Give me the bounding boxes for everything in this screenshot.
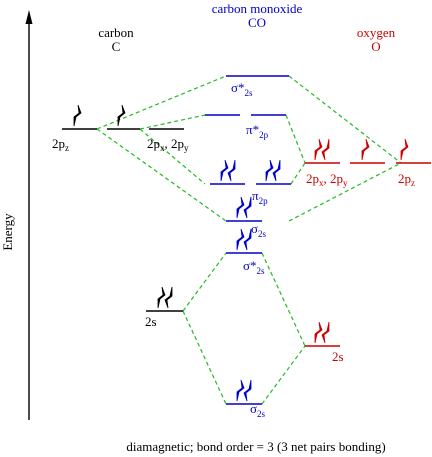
sigma-2s-upper-label: σ2s — [251, 221, 267, 239]
correlation-line — [182, 252, 227, 312]
electron-spin-up-icon — [236, 379, 245, 402]
correlation-line — [182, 310, 227, 405]
header-co-symbol: CO — [248, 15, 266, 30]
electron-spin-up-icon — [117, 104, 126, 127]
correlation-line — [139, 114, 206, 130]
pi-label: π2p — [252, 188, 268, 206]
oxygen-2s-label: 2s — [332, 349, 344, 364]
header-carbon-name: carbon — [98, 25, 134, 40]
electron-spin-up-icon — [236, 228, 245, 251]
caption: diamagnetic; bond order = 3 (3 net pairs… — [126, 439, 385, 454]
oxygen-2pz-label: 2pz — [398, 171, 415, 188]
electron-spin-up-icon — [236, 196, 245, 219]
correlation-line — [290, 162, 306, 185]
electron-spin-down-icon — [243, 228, 252, 251]
electron-spin-down-icon — [321, 138, 330, 161]
header-oxygen: oxygen O — [357, 25, 396, 54]
correlation-line — [261, 345, 306, 405]
axis-label: Energy — [0, 213, 15, 251]
electron-spin-down-icon — [321, 321, 330, 344]
oxygen-2pxy-label: 2px, 2py — [306, 171, 348, 188]
correlation-line — [96, 75, 227, 130]
electron-spin-down-icon — [243, 379, 252, 402]
carbon-2pxy-label: 2px, 2py — [147, 136, 189, 153]
sigma-star-2s-lower-label: σ*2s — [243, 258, 265, 276]
header-carbon: carbon C — [98, 25, 134, 54]
electron-spin-down-icon — [164, 286, 173, 309]
electron-spin-up-icon — [73, 104, 82, 127]
correlation-line — [288, 162, 402, 222]
electron-spin-down-icon — [272, 159, 281, 182]
correlation-line — [288, 75, 402, 164]
oxygen-orbitals — [305, 162, 431, 347]
co-orbitals — [205, 75, 291, 405]
correlation-line — [139, 128, 206, 185]
sigma-2s-bottom-label: σ2s — [250, 401, 266, 419]
correlation-line — [261, 252, 306, 347]
header-oxygen-name: oxygen — [357, 25, 396, 40]
header-co-name: carbon monoxide — [212, 1, 303, 16]
electrons-layer — [73, 104, 409, 402]
electron-spin-up-icon — [314, 321, 323, 344]
electron-spin-up-icon — [314, 138, 323, 161]
carbon-2pz-label: 2pz — [52, 136, 69, 153]
electron-spin-up-icon — [157, 286, 166, 309]
header-carbon-symbol: C — [112, 39, 121, 54]
sigma-star-2s-top-label: σ*2s — [231, 80, 253, 98]
electron-spin-up-icon — [361, 138, 370, 161]
header-co: carbon monoxide CO — [212, 1, 303, 30]
correlation-line — [96, 128, 227, 222]
electron-spin-up-icon — [265, 159, 274, 182]
energy-axis: Energy — [0, 10, 33, 420]
electron-spin-up-icon — [400, 138, 409, 161]
electron-spin-up-icon — [220, 159, 229, 182]
header-oxygen-symbol: O — [371, 39, 380, 54]
carbon-2s-label: 2s — [145, 314, 157, 329]
correlation-line — [285, 114, 306, 164]
carbon-orbitals — [62, 128, 184, 312]
axis-arrowhead-icon — [25, 10, 33, 24]
electron-spin-down-icon — [227, 159, 236, 182]
pi-star-label: π*2p — [246, 122, 269, 140]
electron-spin-down-icon — [243, 196, 252, 219]
